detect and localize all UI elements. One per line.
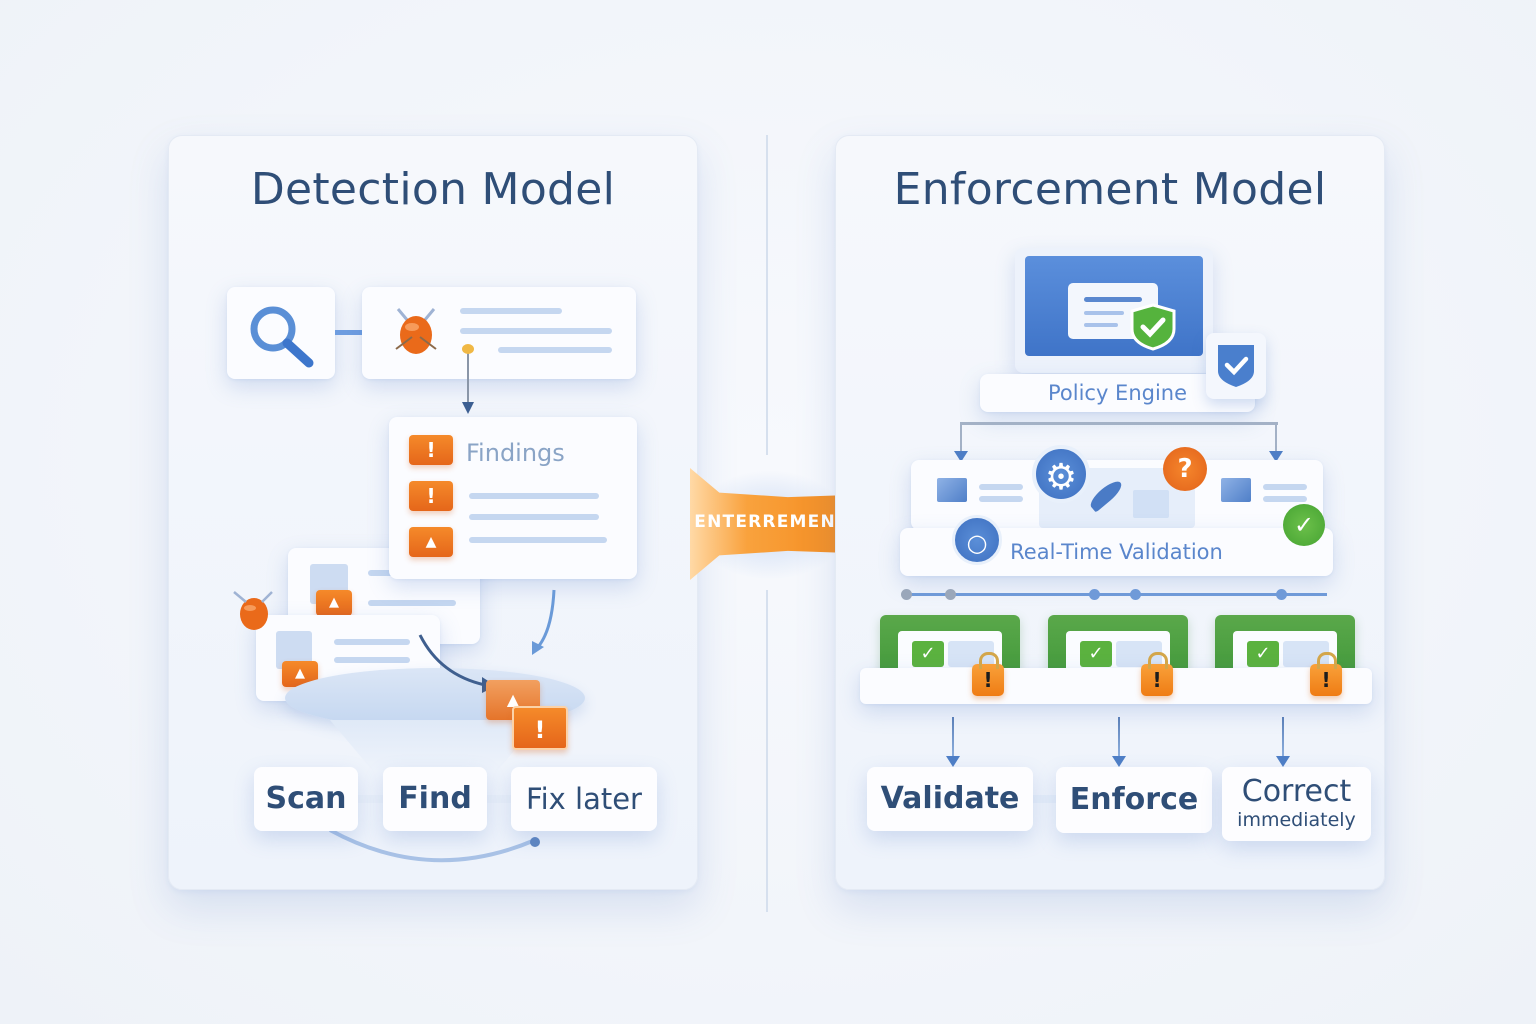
lock-icon: ! [1141,652,1173,696]
shield-check-icon [1130,303,1176,351]
step-find: Find [383,767,487,831]
flow-arrows [418,589,556,693]
arrow-to-correct [1276,717,1290,767]
step-correct: Correct immediately [1222,767,1371,841]
branch-arrow-right [1269,422,1283,462]
warning-icon: ▲ [316,590,352,616]
findings-card: ! Findings ! ▲ [389,417,637,579]
branch-arrow-left [954,422,968,462]
pin-connector [467,348,469,403]
bug-report-card [362,287,636,379]
arrow-to-validate [946,717,960,767]
shield-badge-card [1206,333,1266,399]
step-fix-later: Fix later [511,767,657,831]
step-scan: Scan [254,767,358,831]
enforcement-title: Enforcement Model [893,164,1327,215]
alert-icon: ! [409,481,453,511]
alert-icon: ! [512,706,568,750]
step-correct-subtitle: immediately [1237,809,1356,831]
step-enforce-label: Enforce [1069,782,1199,817]
gear-icon: ⚙ [1032,445,1090,503]
policy-engine-label: Policy Engine [1047,381,1188,405]
warning-icon: ▲ [409,527,453,557]
connector-rail [905,593,1327,596]
lock-icon: ! [972,652,1004,696]
shield-check-icon [1218,345,1254,387]
step-validate: Validate [867,767,1033,831]
step-enforce: Enforce [1056,767,1212,833]
bug-icon [233,591,273,630]
question-icon: ? [1163,447,1207,491]
bug-icon [395,308,437,354]
connector-line [335,330,363,335]
check-icon: ✓ [1080,641,1112,667]
monitor-icon [1015,248,1213,373]
lock-icon: ! [1310,652,1342,696]
document-icon [1221,478,1251,502]
arrow-to-findings [462,402,474,414]
center-divider-top [766,135,768,455]
monitor-screen [1025,256,1203,356]
pin-head [462,344,474,354]
detection-title: Detection Model [250,164,616,215]
alert-icon: ! [409,435,453,465]
step-connector [1020,795,1070,803]
pen-icon [1086,477,1126,513]
sync-icon: ○ [952,515,1002,565]
check-icon: ✓ [1247,641,1279,667]
arrow-to-enforce [1112,717,1126,767]
check-icon: ✓ [912,641,944,667]
branch-line [960,422,1278,425]
document-icon [937,478,967,502]
step-correct-label: Correct [1241,774,1352,809]
findings-label: Findings [466,439,565,467]
validation-label: Real-Time Validation [1010,540,1223,564]
gate-bar [860,668,1372,704]
search-card [227,287,335,379]
check-icon: ✓ [1283,504,1325,546]
transition-label: ENTERREMENT [694,512,849,532]
loop-arrow [329,828,540,863]
search-icon [250,306,314,368]
center-divider-bottom [766,590,768,912]
step-validate-label: Validate [880,781,1020,816]
